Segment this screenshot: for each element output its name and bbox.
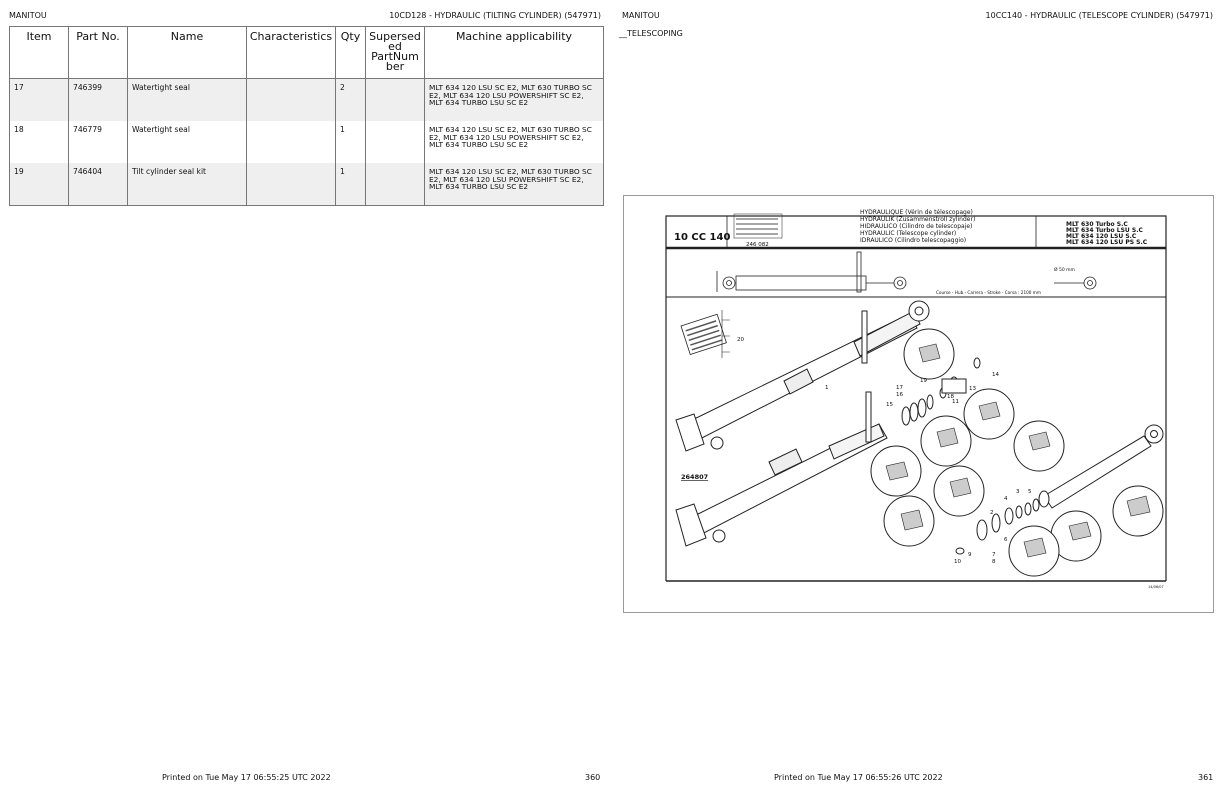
detail-circles — [870, 328, 1164, 577]
model-label: MLT 634 120 LSU PS S.C — [1066, 239, 1148, 246]
callout-9: 9 — [968, 552, 972, 558]
callout-10: 10 — [954, 559, 961, 565]
cell-characteristics — [246, 163, 336, 206]
column-header: Part No. — [68, 26, 128, 79]
callout-4: 4 — [1004, 496, 1008, 502]
print-timestamp: Printed on Tue May 17 06:55:26 UTC 2022 — [774, 773, 943, 782]
callout-labels: 1 2 3 4 5 6 7 8 9 10 11 13 14 15 16 17 1… — [737, 337, 1032, 565]
cell-qty: 1 — [335, 121, 366, 163]
column-header: Qty — [335, 26, 366, 79]
page-number: 360 — [585, 773, 601, 782]
callout-8: 8 — [992, 559, 996, 565]
page-number: 361 — [1198, 773, 1214, 782]
cell-superseded — [365, 78, 425, 121]
model-label: MLT 634 Turbo LSU S.C — [1066, 227, 1143, 234]
cell-part-no: 746399 — [68, 78, 128, 121]
callout-16: 16 — [896, 392, 903, 398]
callout-6: 6 — [1004, 537, 1008, 543]
model-label: MLT 634 120 LSU S.C — [1066, 233, 1137, 240]
cylinder-side-view — [716, 251, 1097, 293]
print-timestamp: Printed on Tue May 17 06:55:25 UTC 2022 — [162, 773, 331, 782]
left-page: MANITOU 10CD128 - HYDRAULIC (TILTING CYL… — [9, 11, 604, 782]
column-header: Supersed ed PartNum ber — [365, 26, 425, 79]
exploded-parts-drawing: 10 CC 140 246 082 HYDRAULIQUE (Vérin de … — [623, 195, 1214, 613]
drawing-canvas: 10 CC 140 246 082 HYDRAULIQUE (Vérin de … — [665, 209, 1167, 589]
drawing-code: 10 CC 140 — [674, 232, 730, 243]
drawing-title-it: IDRAULICO (Cilindro telescopaggio) — [860, 237, 966, 244]
callout-7: 7 — [992, 552, 996, 558]
brand-name: MANITOU — [9, 11, 47, 20]
callout-11: 11 — [952, 399, 959, 405]
drawing-title-en: HYDRAULIC (Telescope cylinder) — [860, 230, 956, 237]
stroke-label: Course - Hub - Carrera - Stroke - Corsa … — [936, 290, 1041, 295]
cell-qty: 2 — [335, 78, 366, 121]
callout-14: 14 — [992, 372, 999, 378]
seal-rings — [901, 357, 1040, 555]
cell-item: 18 — [9, 121, 69, 163]
drawing-ref-number: 246 082 — [746, 242, 769, 248]
cell-part-no: 746779 — [68, 121, 128, 163]
drawing-title-de: HYDRAULIK (Zusammenstroll zylinder) — [860, 216, 975, 223]
warning-decal — [680, 313, 727, 356]
callout-17: 17 — [896, 385, 903, 391]
telescope-cylinder-lower — [675, 391, 888, 547]
cell-part-no: 746404 — [68, 163, 128, 206]
cell-item: 19 — [9, 163, 69, 206]
drawing-date: 14/06/07 — [1148, 585, 1164, 589]
serial-stamp — [733, 213, 783, 239]
callout-3: 3 — [1016, 489, 1020, 495]
table-header: Item Part No. Name Characteristics Qty S… — [9, 26, 604, 79]
table-row: 18 746779 Watertight seal 1 MLT 634 120 … — [9, 121, 604, 163]
cell-name: Watertight seal — [127, 121, 247, 163]
telescope-cylinder-upper — [675, 300, 930, 452]
section-title: 10CD128 - HYDRAULIC (TILTING CYLINDER) (… — [389, 11, 601, 20]
cell-name: Watertight seal — [127, 78, 247, 121]
cell-applicability: MLT 634 120 LSU SC E2, MLT 630 TURBO SC … — [424, 78, 604, 121]
right-page: MANITOU 10CC140 - HYDRAULIC (TELESCOPE C… — [612, 0, 1224, 792]
cell-superseded — [365, 163, 425, 206]
table-row: 17 746399 Watertight seal 2 MLT 634 120 … — [9, 78, 604, 121]
drawing-title-es: HIDRAULICO (Cilindro de telescopaje) — [860, 223, 972, 230]
cell-characteristics — [246, 121, 336, 163]
column-header: Name — [127, 26, 247, 79]
brand-name: MANITOU — [622, 11, 660, 20]
column-header: Machine applicability — [424, 26, 604, 79]
callout-13: 13 — [969, 386, 976, 392]
callout-20: 20 — [737, 337, 744, 343]
group-label: __TELESCOPING — [619, 29, 683, 38]
piston-rod — [1038, 424, 1164, 509]
column-header: Characteristics — [246, 26, 336, 79]
cell-applicability: MLT 634 120 LSU SC E2, MLT 630 TURBO SC … — [424, 163, 604, 206]
callout-2: 2 — [990, 510, 994, 516]
callout-19: 19 — [920, 378, 927, 384]
kit-reference: 264807 — [681, 473, 708, 481]
callout-1: 1 — [825, 385, 829, 391]
bore-label: Ø 50 mm — [1054, 266, 1075, 273]
model-label: MLT 630 Turbo S.C — [1066, 221, 1128, 228]
parts-table: Item Part No. Name Characteristics Qty S… — [9, 26, 604, 206]
callout-18: 18 — [947, 394, 954, 400]
cell-applicability: MLT 634 120 LSU SC E2, MLT 630 TURBO SC … — [424, 121, 604, 163]
cell-name: Tilt cylinder seal kit — [127, 163, 247, 206]
cell-superseded — [365, 121, 425, 163]
cell-item: 17 — [9, 78, 69, 121]
callout-15: 15 — [886, 402, 893, 408]
callout-5: 5 — [1028, 489, 1032, 495]
drawing-title-fr: HYDRAULIQUE (Vérin de télescopage) — [860, 209, 973, 216]
cell-qty: 1 — [335, 163, 366, 206]
section-title: 10CC140 - HYDRAULIC (TELESCOPE CYLINDER)… — [985, 11, 1213, 20]
table-row: 19 746404 Tilt cylinder seal kit 1 MLT 6… — [9, 163, 604, 206]
cell-characteristics — [246, 78, 336, 121]
column-header: Item — [9, 26, 69, 79]
